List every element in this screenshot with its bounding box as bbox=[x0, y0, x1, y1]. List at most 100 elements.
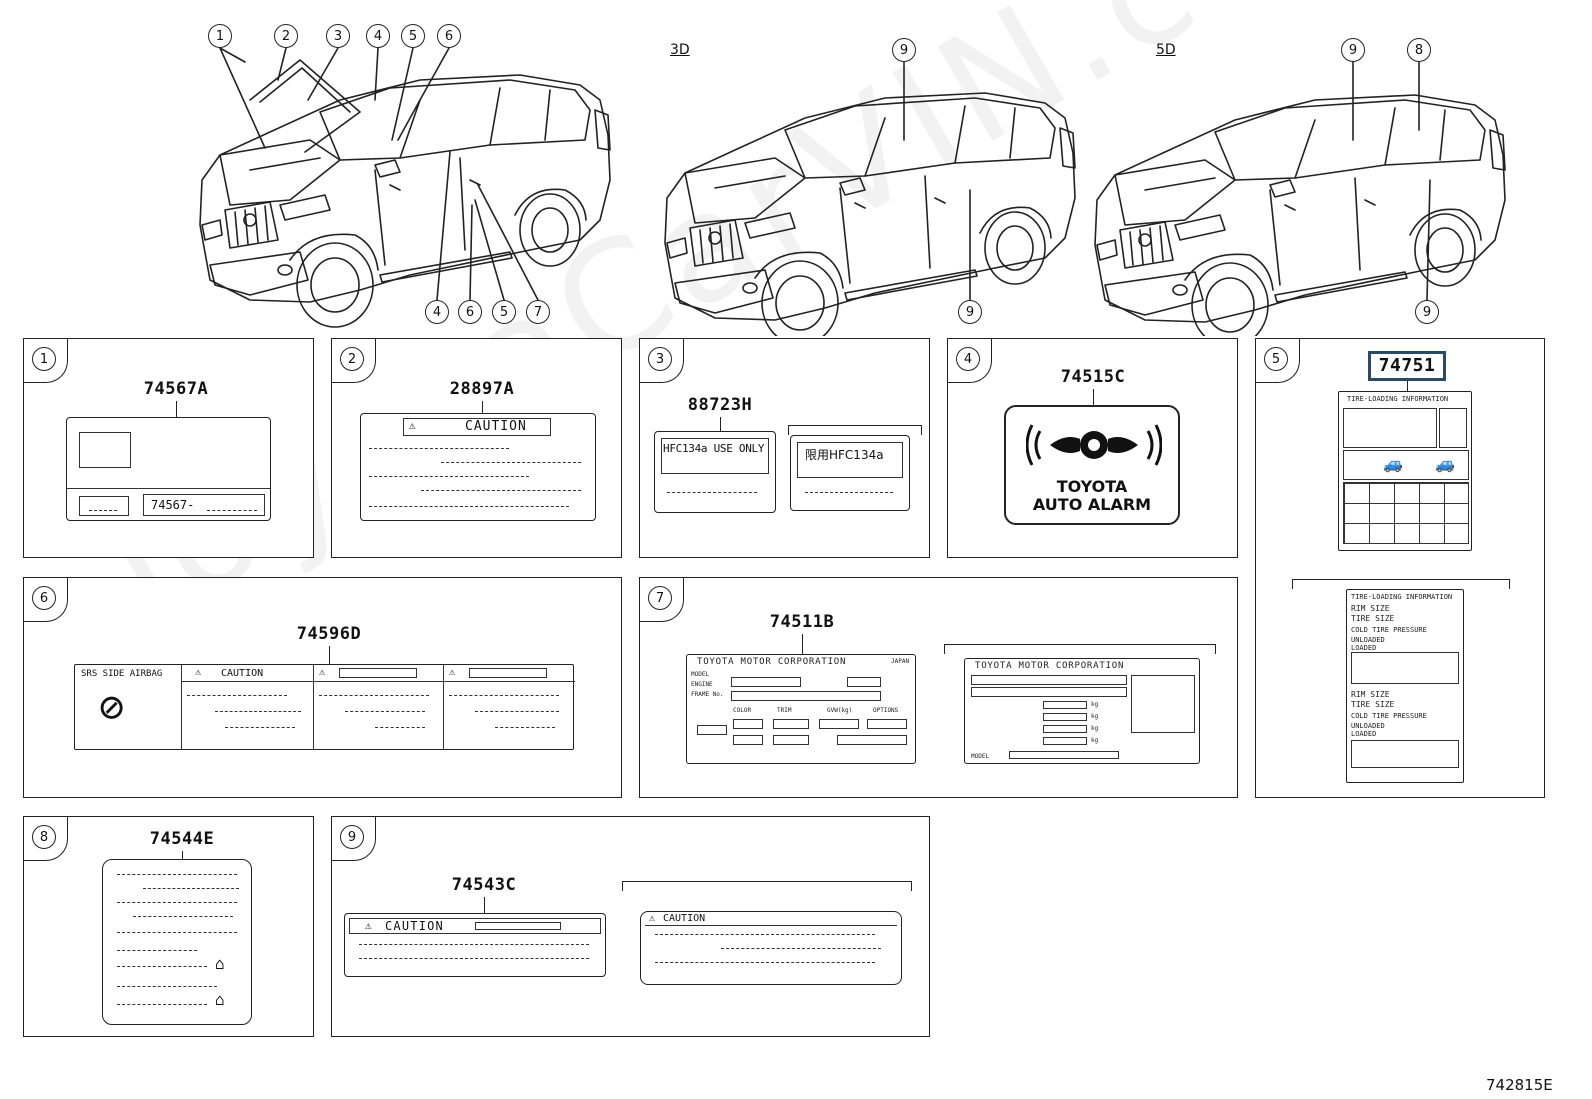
vehicle-callout-5-bottom[interactable]: 5 bbox=[492, 300, 516, 324]
vehicle-callout-5[interactable]: 5 bbox=[401, 24, 425, 48]
header-box bbox=[339, 668, 417, 678]
part-number[interactable]: 74751 bbox=[1378, 355, 1436, 376]
warning-triangle-icon: ⚠ bbox=[409, 419, 416, 432]
number-dash bbox=[207, 510, 257, 511]
vehicle-callout-8[interactable]: 8 bbox=[1407, 38, 1431, 62]
panel-number: 8 bbox=[32, 825, 56, 849]
panel-number: 4 bbox=[956, 347, 980, 371]
panel-number: 2 bbox=[340, 347, 364, 371]
info-box bbox=[1351, 740, 1459, 768]
kg-unit: kg bbox=[1091, 701, 1099, 708]
label-code-box bbox=[79, 496, 129, 516]
warning-triangle-icon: ⚠ bbox=[449, 667, 456, 678]
code-dash bbox=[89, 510, 117, 511]
field-box bbox=[697, 725, 727, 735]
vehicle-callout-1[interactable]: 1 bbox=[208, 24, 232, 48]
vehicle-callout-9-3d-top[interactable]: 9 bbox=[892, 38, 916, 62]
text-dash bbox=[117, 950, 197, 951]
text-dash bbox=[667, 492, 757, 493]
part-number[interactable]: 74515C bbox=[1060, 367, 1126, 387]
field-box bbox=[731, 677, 801, 687]
caution-text: CAUTION bbox=[221, 668, 264, 679]
text-dash bbox=[495, 727, 555, 728]
vehicle-callout-6-bottom[interactable]: 6 bbox=[458, 300, 482, 324]
panel-4: 4 74515C TOYOTA AUTO ALARM bbox=[947, 338, 1238, 558]
seat-icon: ⌂ bbox=[215, 990, 225, 1009]
text-dash bbox=[369, 506, 569, 507]
text-dash bbox=[655, 962, 875, 963]
field-box bbox=[1043, 725, 1087, 733]
text-dash bbox=[805, 492, 893, 493]
label-divider bbox=[67, 488, 270, 489]
unloaded: UNLOADED bbox=[1351, 636, 1385, 644]
text-dash bbox=[117, 932, 237, 933]
vehicle-callout-4-bottom[interactable]: 4 bbox=[425, 300, 449, 324]
panel-7: 7 74511B TOYOTA MOTOR CORPORATION JAPAN … bbox=[639, 577, 1238, 798]
panel-corner bbox=[640, 578, 684, 622]
header-divider bbox=[181, 681, 575, 682]
text-dash bbox=[187, 695, 287, 696]
label-sub-number: 74567- bbox=[151, 498, 195, 512]
panel-corner bbox=[1256, 339, 1300, 383]
vehicle-callout-9-3d-bottom[interactable]: 9 bbox=[958, 300, 982, 324]
variant-5d-label: 5D bbox=[1156, 42, 1176, 58]
tire-label-title: TIRE-LOADING INFORMATION bbox=[1351, 593, 1453, 601]
part-number[interactable]: 88723H bbox=[687, 395, 753, 415]
text-dash bbox=[359, 944, 589, 945]
part-number[interactable]: 74544E bbox=[149, 829, 215, 849]
text-dash bbox=[319, 695, 429, 696]
field-box bbox=[1043, 737, 1087, 745]
rim-size: RIM SIZE bbox=[1351, 604, 1390, 613]
alarm-line2: AUTO ALARM bbox=[1032, 495, 1152, 514]
vehicle-callout-6[interactable]: 6 bbox=[437, 24, 461, 48]
divider bbox=[313, 665, 314, 749]
text-dash bbox=[441, 462, 581, 463]
label-88723H-right: 限用HFC134a bbox=[790, 435, 910, 511]
leader-line bbox=[1093, 389, 1094, 405]
warning-triangle-icon: ⚠ bbox=[195, 667, 202, 678]
vehicle-callout-9-5d-bottom[interactable]: 9 bbox=[1415, 300, 1439, 324]
part-number[interactable]: 74567A bbox=[143, 379, 209, 399]
vehicle-callout-9-5d-top[interactable]: 9 bbox=[1341, 38, 1365, 62]
vehicle-callout-4[interactable]: 4 bbox=[366, 24, 390, 48]
vehicle-callout-3[interactable]: 3 bbox=[326, 24, 350, 48]
panel-number: 6 bbox=[32, 586, 56, 610]
leader-line bbox=[482, 401, 483, 413]
tire-label-upper: TIRE-LOADING INFORMATION 🚙 🚙 bbox=[1338, 391, 1472, 551]
warning-triangle-icon: ⚠ bbox=[319, 667, 326, 678]
caution-header bbox=[403, 418, 551, 436]
part-number[interactable]: 74511B bbox=[769, 612, 835, 632]
panel-6: 6 74596D SRS SIDE AIRBAG ⊘ ⚠ CAUTION ⚠ ⚠ bbox=[23, 577, 622, 798]
label-74543C-alt: ⚠ CAUTION bbox=[640, 911, 902, 985]
seat-grid bbox=[1343, 482, 1469, 544]
caution-header bbox=[349, 918, 601, 934]
vehicle-callout-7-bottom[interactable]: 7 bbox=[526, 300, 550, 324]
vehicle-callout-2[interactable]: 2 bbox=[274, 24, 298, 48]
loaded: LOADED bbox=[1351, 730, 1377, 738]
text-dash bbox=[117, 1004, 207, 1005]
panel-3: 3 88723H HFC134a USE ONLY 限用HFC134a bbox=[639, 338, 930, 558]
engine-field: ENGINE bbox=[691, 681, 713, 688]
text-dash bbox=[655, 934, 875, 935]
label-74515C: TOYOTA AUTO ALARM bbox=[1004, 405, 1180, 525]
kg-unit: kg bbox=[1091, 725, 1099, 732]
car-icon: 🚙 bbox=[1383, 454, 1403, 473]
part-number[interactable]: 74596D bbox=[296, 624, 362, 644]
leader-line bbox=[176, 401, 177, 417]
panel-1: 1 74567A 74567- bbox=[23, 338, 314, 558]
part-number[interactable]: 28897A bbox=[449, 379, 515, 399]
part-number[interactable]: 74543C bbox=[451, 875, 517, 895]
icon-box bbox=[1439, 408, 1467, 448]
text-dash bbox=[721, 948, 881, 949]
kg-unit: kg bbox=[1091, 737, 1099, 744]
field-box bbox=[867, 719, 907, 729]
rim-size: RIM SIZE bbox=[1351, 690, 1390, 699]
variant-bracket bbox=[622, 881, 912, 891]
panel-number: 7 bbox=[648, 586, 672, 610]
label-74511B-alt: TOYOTA MOTOR CORPORATION kg kg kg kg MOD… bbox=[964, 658, 1200, 764]
part-number-highlight[interactable] bbox=[1368, 351, 1446, 381]
header-box bbox=[469, 668, 547, 678]
vehicle-illustrations bbox=[199, 47, 1506, 336]
color-field: COLOR bbox=[733, 707, 752, 714]
panel-2: 2 28897A ⚠ CAUTION bbox=[331, 338, 622, 558]
